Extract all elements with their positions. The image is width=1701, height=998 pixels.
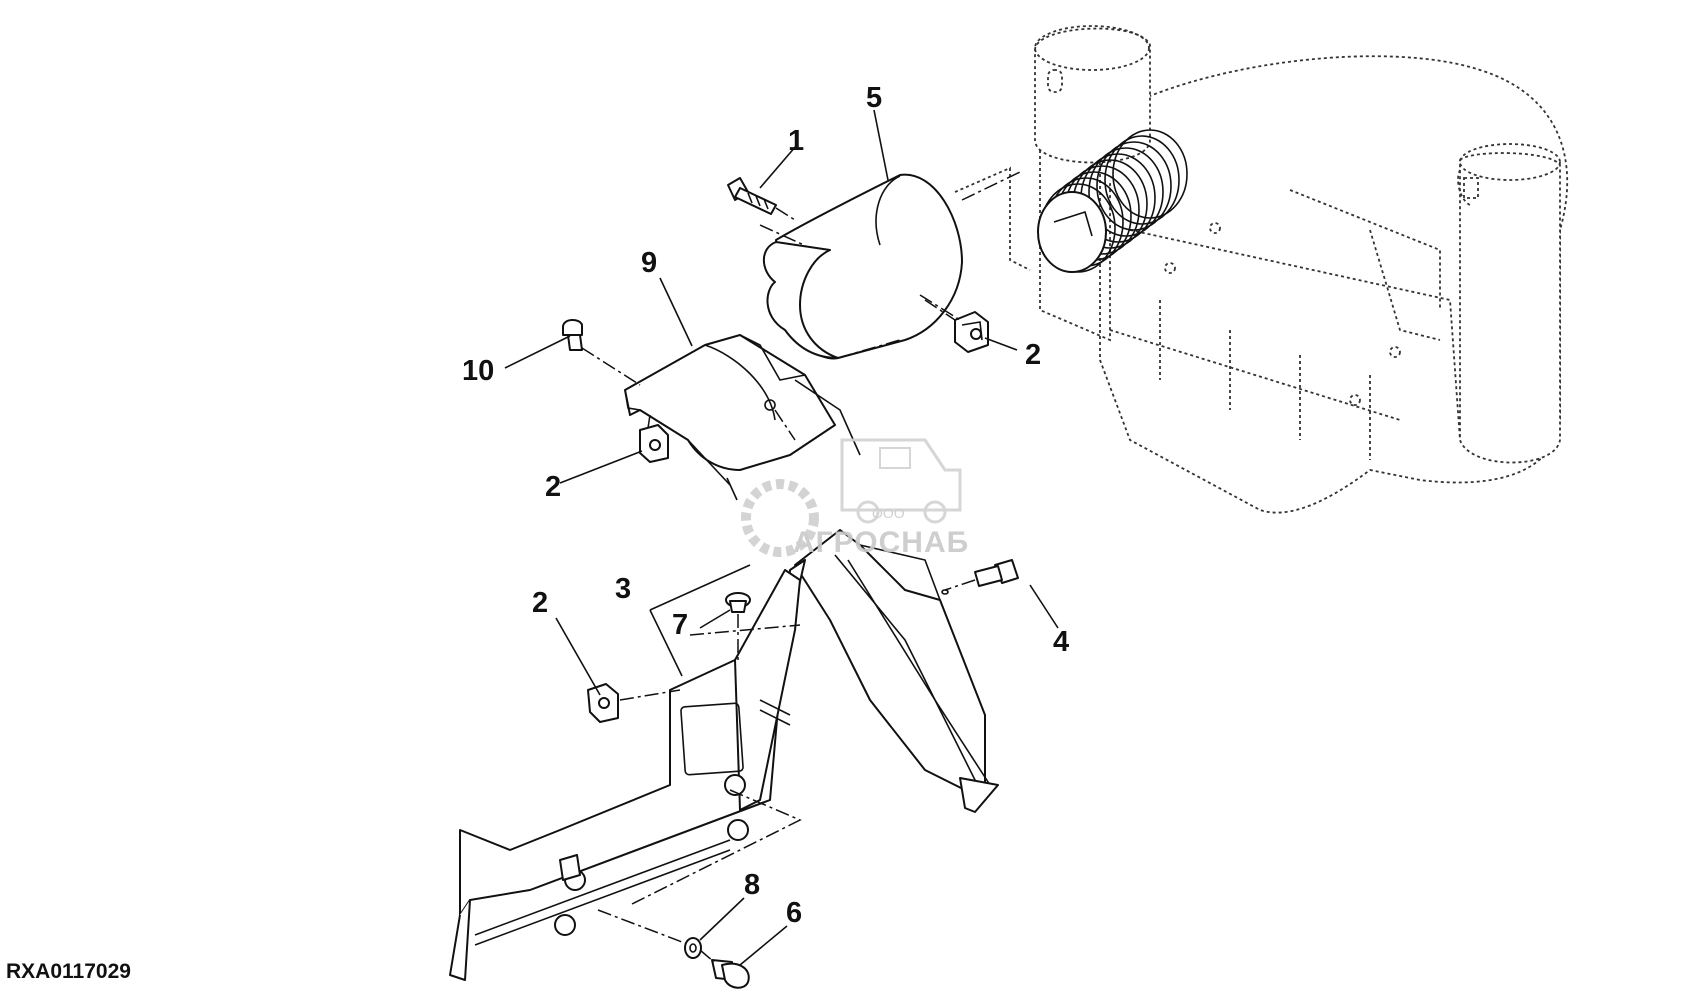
corrugated-hose [1037, 129, 1188, 273]
watermark-logo: ООО АГРОСНАБ [741, 438, 969, 559]
callout-2-lower: 2 [532, 587, 548, 619]
leader-lines [504, 109, 1059, 966]
part-2-clip-lower [587, 683, 681, 723]
air-intake-assembly [954, 25, 1568, 514]
callout-5: 5 [866, 82, 882, 114]
part-8-washer [684, 937, 702, 959]
watermark-company: АГРОСНАБ [793, 526, 969, 559]
callout-labels: 1 5 9 10 2 2 2 3 7 4 8 6 [462, 82, 1069, 929]
callout-4: 4 [1053, 626, 1069, 658]
callout-9: 9 [641, 247, 657, 279]
callout-8: 8 [744, 869, 760, 901]
callout-10: 10 [462, 355, 494, 387]
part-10-screw [562, 319, 641, 386]
figure-id: RXA0117029 [6, 960, 131, 983]
part-1-bolt [727, 177, 796, 221]
callout-1: 1 [788, 125, 804, 157]
callout-7: 7 [672, 609, 688, 641]
callout-3: 3 [615, 573, 631, 605]
part-3-support-bracket [449, 559, 806, 981]
callout-6: 6 [786, 897, 802, 929]
watermark-prefix: ООО [872, 505, 905, 521]
part-2-clip-upper [919, 294, 989, 353]
part-6-bolt [699, 949, 750, 989]
part-4-bolt [941, 559, 1019, 595]
part-9-deflector [624, 334, 861, 501]
part-5-sleeve [759, 171, 1021, 360]
callout-2-upper: 2 [1025, 339, 1041, 371]
part-2-clip-middle [639, 414, 669, 463]
center-bracket [794, 529, 999, 813]
part-7-pin [725, 592, 751, 660]
callout-2-middle: 2 [545, 471, 561, 503]
